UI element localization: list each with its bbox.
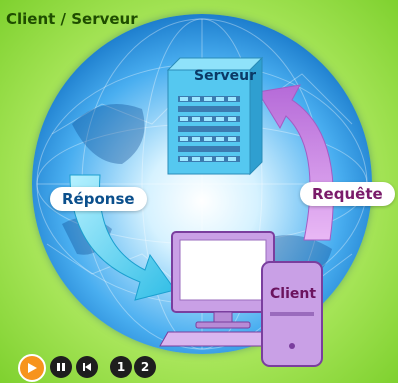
server-label: Serveur (194, 68, 256, 84)
restart-icon (83, 363, 91, 371)
play-button[interactable] (18, 354, 46, 382)
client-label: Client (270, 286, 317, 302)
diagram-title: Client / Serveur (6, 10, 138, 28)
step-1-button[interactable]: 1 (110, 356, 132, 378)
response-label: Réponse (50, 187, 147, 211)
pause-button[interactable] (50, 356, 72, 378)
step-2-button[interactable]: 2 (134, 356, 156, 378)
request-label: Requête (300, 182, 395, 206)
play-icon (28, 363, 37, 373)
restart-button[interactable] (76, 356, 98, 378)
pause-icon (57, 363, 65, 371)
